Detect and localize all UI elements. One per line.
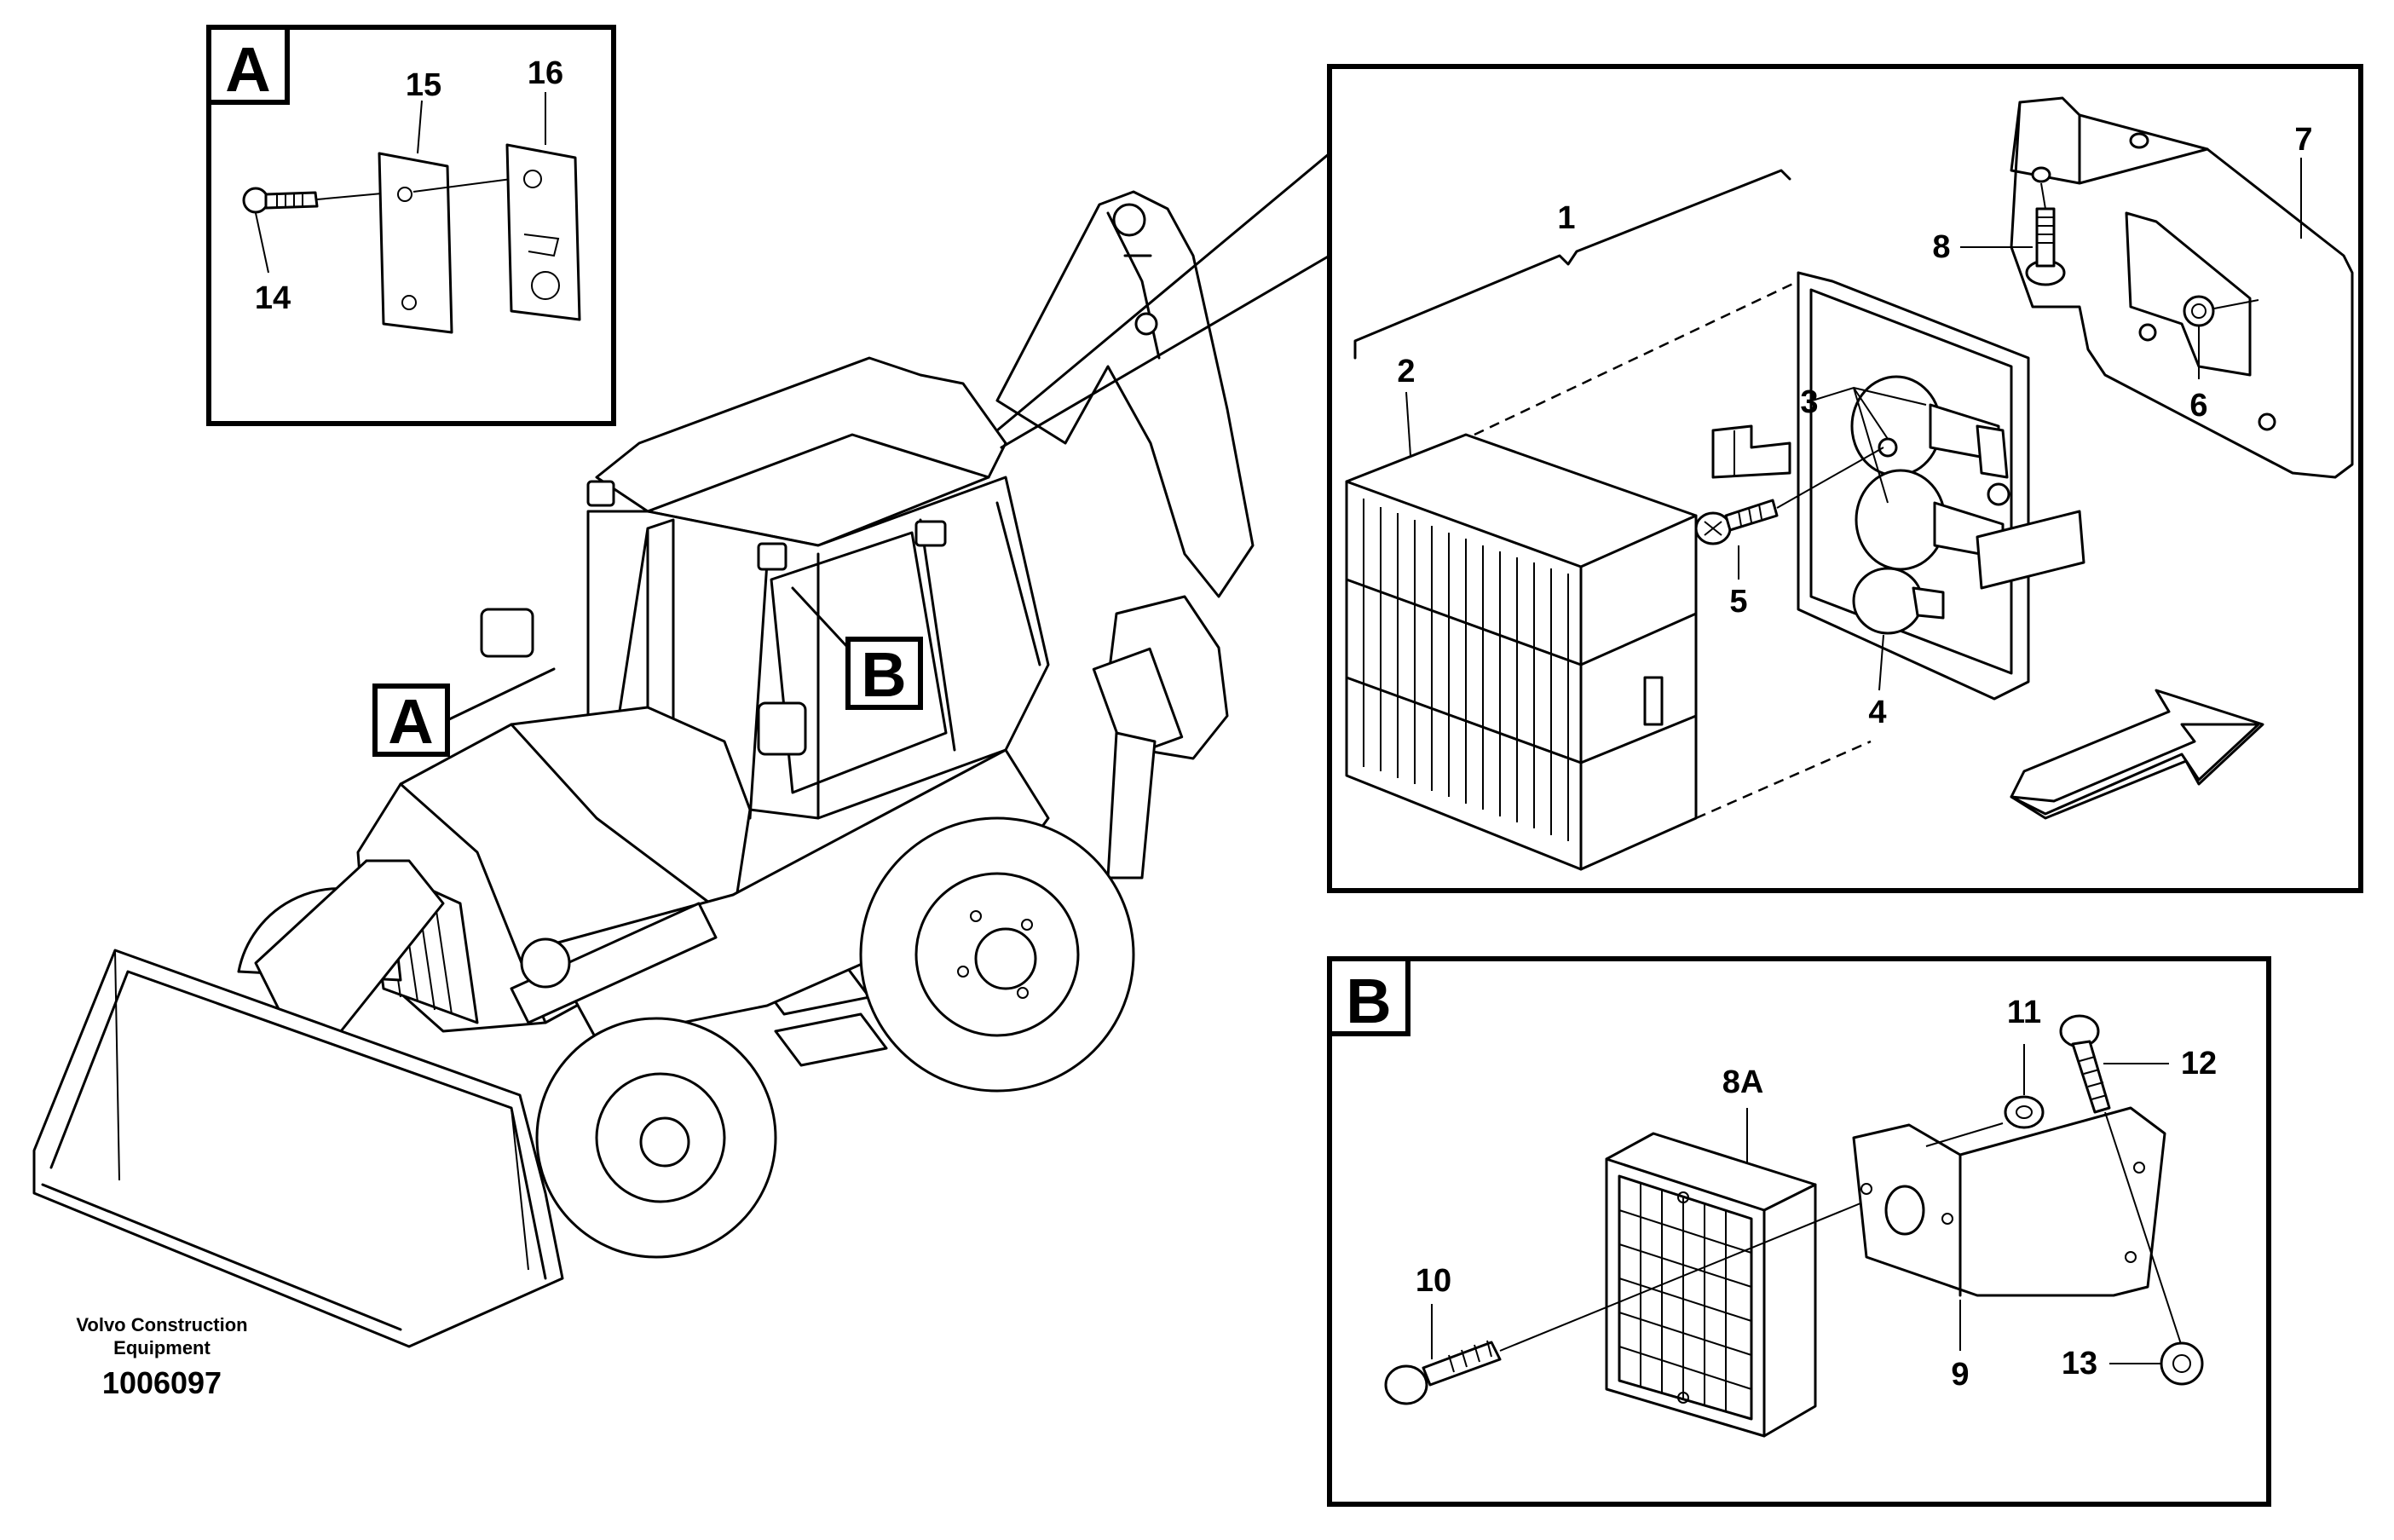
machine-callout-b-text: B [861, 639, 906, 710]
screw-part-5 [1694, 447, 1884, 580]
nut-part-6 [2183, 295, 2259, 379]
machine-callout-a-text: A [388, 686, 433, 757]
part-label-9: 9 [1951, 1357, 1969, 1393]
part-label-3: 3 [1800, 384, 1818, 420]
part-label-4: 4 [1868, 695, 1886, 730]
reflector-plate-part-15 [378, 152, 512, 334]
footer: Volvo Construction Equipment 1006097 [76, 1314, 247, 1400]
mounting-bracket-part-7 [2010, 96, 2354, 479]
washer-part-11 [1925, 1044, 2045, 1147]
part-label-14: 14 [255, 280, 291, 316]
work-lamp-part-8a [1605, 1108, 1817, 1438]
part-label-6: 6 [2189, 388, 2207, 424]
lamp-lens-part-2 [1345, 391, 1698, 871]
part-label-2: 2 [1397, 354, 1415, 389]
nut-part-13 [2109, 1341, 2204, 1386]
brand-name-line2: Equipment [113, 1337, 211, 1358]
part-label-5: 5 [1729, 584, 1747, 620]
part-label-1: 1 [1557, 200, 1575, 236]
inset-a-letter: A [225, 34, 270, 105]
bolt-part-10 [1384, 1197, 1876, 1405]
brand-name-line1: Volvo Construction [76, 1314, 247, 1335]
inset-b-letter: B [1346, 966, 1391, 1036]
bolt-part-8 [1960, 182, 2066, 286]
part-label-16: 16 [528, 55, 563, 91]
part-label-8: 8 [1932, 229, 1950, 265]
forward-direction-arrow-icon [2010, 723, 2260, 816]
part-label-10: 10 [1416, 1263, 1451, 1299]
backhoe-loader-illustration [32, 190, 1255, 1348]
part-label-7: 7 [2294, 122, 2312, 158]
bolt-part-14 [242, 187, 401, 214]
bolt-part-12 [2059, 1014, 2183, 1347]
document-number: 1006097 [102, 1365, 222, 1400]
part-label-15: 15 [406, 67, 441, 103]
lamp-bracket-part-9 [1852, 1106, 2166, 1351]
inset-b: B 8A 10 [1327, 956, 2271, 1507]
part-label-13: 13 [2062, 1346, 2097, 1381]
part-label-11: 11 [2007, 995, 2041, 1030]
inset-tail-lamp: 1 2 [1327, 64, 2363, 893]
lamp-housing [1711, 271, 2085, 701]
reflector-plate-part-16 [505, 143, 581, 321]
inset-a: A 14 15 16 [206, 25, 616, 426]
part-label-8a: 8A [1722, 1064, 1764, 1100]
machine-callout-a: A [372, 667, 556, 757]
part-label-12: 12 [2181, 1046, 2217, 1081]
machine-callout-b: B [791, 586, 923, 710]
detail-leader-lines [995, 152, 1331, 449]
